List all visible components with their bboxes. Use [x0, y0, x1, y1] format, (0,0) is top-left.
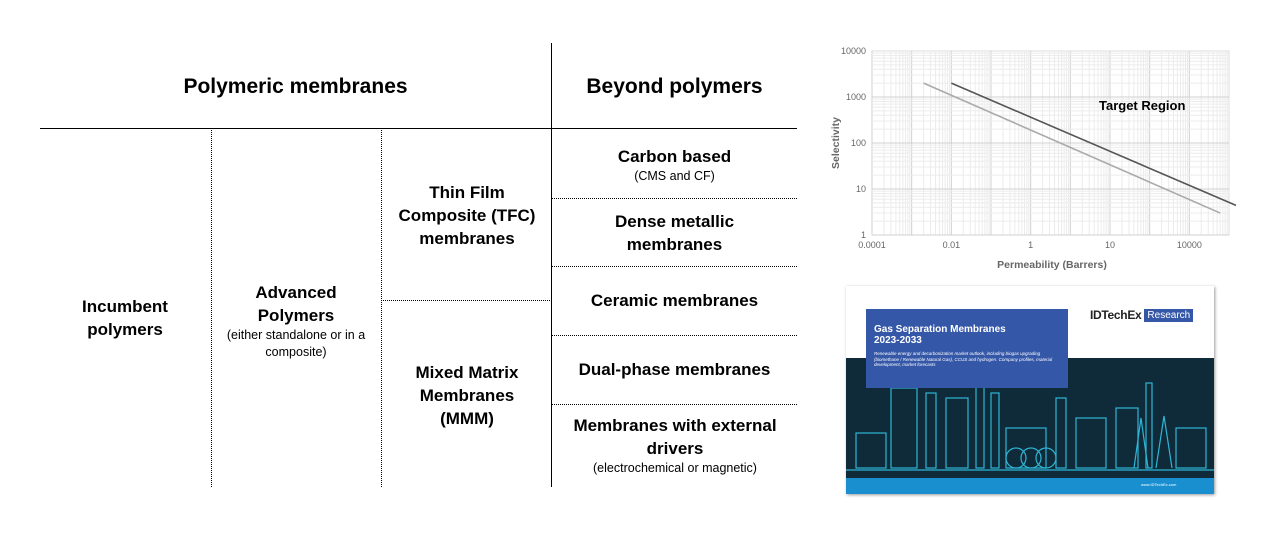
beyond-header: Beyond polymers [586, 75, 763, 98]
y-tick-label: 100 [851, 138, 866, 148]
polymeric-header: Polymeric membranes [183, 75, 408, 98]
tfc-membranes: Thin Film Composite (TFC) membranes [398, 183, 536, 248]
idtechex-logo: IDTechEx Research [1090, 308, 1194, 322]
advanced-label: Advanced Polymers [255, 283, 337, 325]
series-line-2 [923, 82, 1221, 214]
x-tick-label: 10 [1105, 240, 1115, 250]
cover-footer-bar [846, 478, 1214, 494]
y-axis-label: Selectivity [830, 117, 842, 169]
y-tick-label: 1000 [846, 92, 866, 102]
beyond-item-external-drivers: Membranes with external drivers (electro… [555, 414, 795, 477]
column-divider [211, 130, 212, 487]
row-divider [552, 335, 797, 336]
row-divider [552, 198, 797, 199]
incumbent-polymers: Incumbent polymers [82, 297, 168, 339]
beyond-item-carbon: Carbon based (CMS and CF) [552, 145, 797, 185]
header-divider [40, 128, 797, 129]
beyond-item-dense-metallic: Dense metallic membranes [614, 212, 735, 254]
report-cover[interactable]: www.IDTechEx.com Gas Separation Membrane… [846, 286, 1214, 494]
x-axis-label: Permeability (Barrers) [997, 259, 1107, 271]
y-tick-label: 10 [856, 184, 866, 194]
brand-name: IDTechEx [1090, 308, 1142, 322]
industrial-skyline-icon [846, 382, 1214, 471]
series-line-1 [951, 82, 1237, 207]
item-note: (CMS and CF) [634, 169, 715, 183]
cover-title-box: Gas Separation Membranes 2023-2033 Renew… [866, 309, 1068, 388]
mmm-membranes: Mixed Matrix Membranes (MMM) [415, 363, 519, 428]
y-tick-label: 1 [861, 230, 866, 240]
x-tick-label: 0.0001 [858, 240, 886, 250]
brand-tag: Research [1144, 308, 1194, 322]
x-tick-label: 0.01 [943, 240, 961, 250]
cover-years: 2023-2033 [874, 335, 922, 346]
annotation-target-region: Target Region [1099, 98, 1185, 113]
item-note: (electrochemical or magnetic) [593, 461, 757, 475]
x-tick-label: 1 [1028, 240, 1033, 250]
cover-url: www.IDTechEx.com [1141, 482, 1177, 487]
y-tick-label: 10000 [841, 46, 866, 56]
beyond-item-dual-phase: Dual-phase membranes [578, 360, 771, 379]
section-divider [551, 43, 552, 487]
x-tick-label: 10000 [1177, 240, 1202, 250]
advanced-note: (either standalone or in a composite) [226, 328, 366, 359]
row-divider [381, 300, 552, 301]
beyond-item-ceramic: Ceramic membranes [590, 291, 759, 310]
cover-title: Gas Separation Membranes [874, 324, 1006, 335]
row-divider [552, 266, 797, 267]
cover-description: Renewable energy and decarbonization mar… [874, 351, 1053, 367]
item-label: Carbon based [617, 147, 732, 166]
advanced-polymers: Advanced Polymers (either standalone or … [215, 281, 377, 361]
column-divider [381, 130, 382, 487]
item-label: Membranes with external drivers [573, 416, 777, 458]
row-divider [552, 404, 797, 405]
permeability-selectivity-chart: 0.0001 0.01 1 10 10000 1 10 100 1000 10000 Target… [830, 46, 1237, 271]
